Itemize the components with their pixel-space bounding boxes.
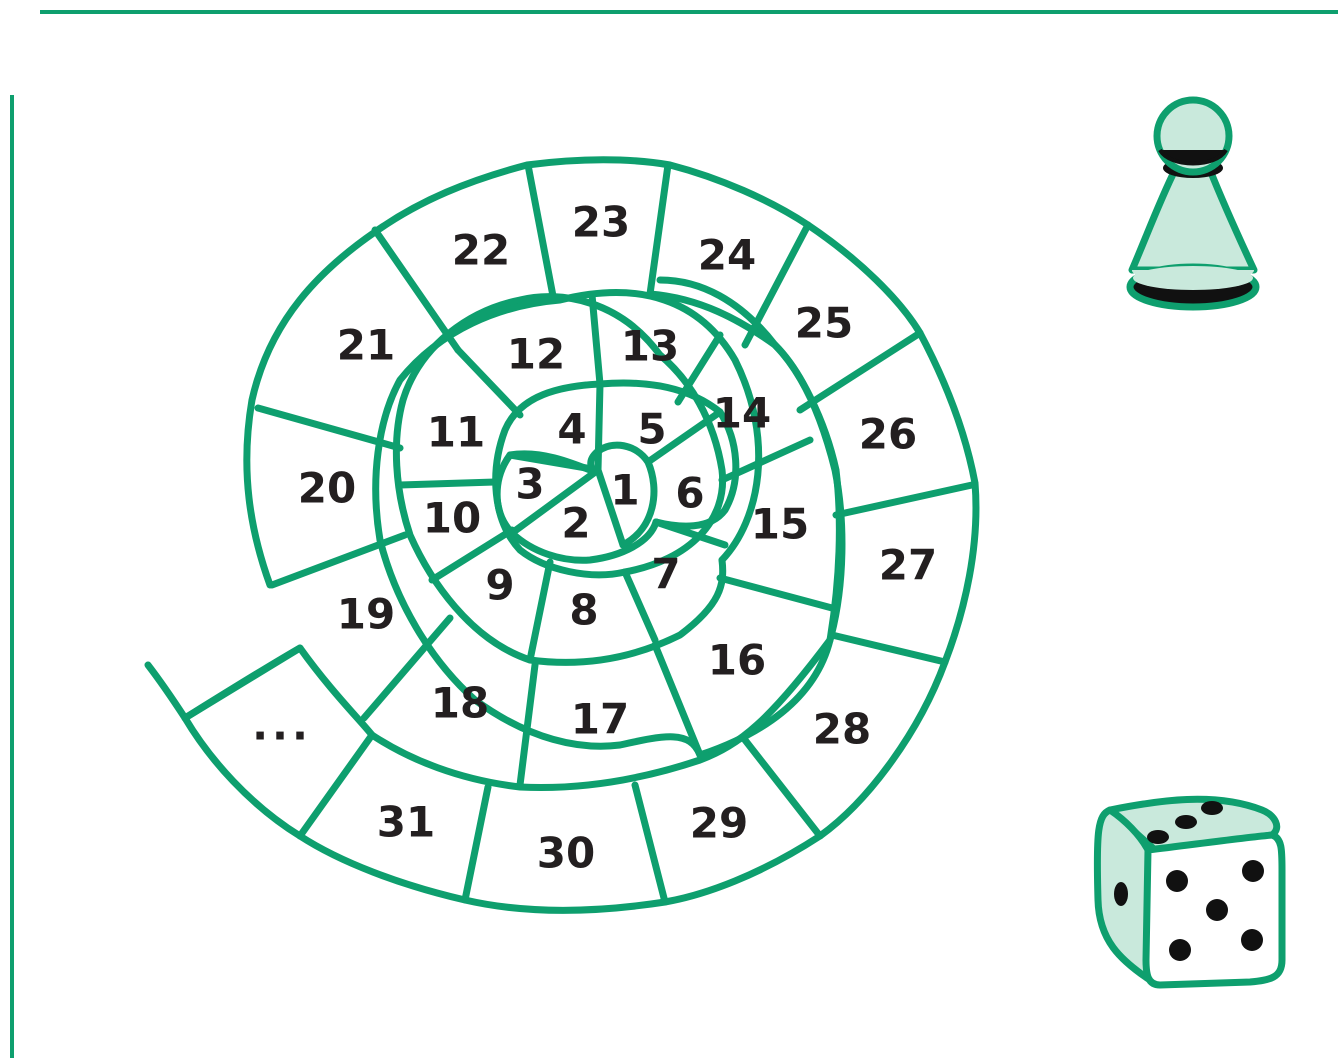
continuation-label: ...	[252, 701, 312, 750]
cell-7-label: 7	[651, 550, 680, 599]
cell-23-label: 23	[572, 198, 630, 247]
cell-27-label: 27	[879, 541, 937, 590]
cell-18-label: 18	[431, 679, 489, 728]
cell-15-label: 15	[751, 500, 809, 549]
cell-3-label: 3	[515, 460, 544, 509]
cell-22-label: 22	[452, 226, 510, 275]
cell-10-label: 10	[423, 494, 481, 543]
cell-13-label: 13	[621, 322, 679, 371]
cell-14-label: 14	[713, 389, 771, 438]
cell-4-label: 4	[557, 405, 586, 454]
dice-icon[interactable]	[1097, 799, 1282, 985]
cell-19-label: 19	[337, 590, 395, 639]
cell-6-label: 6	[675, 469, 704, 518]
cell-20-label: 20	[298, 464, 356, 513]
cell-9-label: 9	[485, 561, 514, 610]
cell-29-label: 29	[690, 799, 748, 848]
cell-11-label: 11	[427, 408, 485, 457]
cell-31-label: 31	[377, 798, 435, 847]
cell-25-label: 25	[795, 299, 853, 348]
cell-12-label: 12	[507, 330, 565, 379]
cell-26-label: 26	[859, 410, 917, 459]
cell-21-label: 21	[337, 321, 395, 370]
cell-2-label: 2	[561, 499, 590, 548]
cell-5-label: 5	[637, 405, 666, 454]
cell-30-label: 30	[537, 829, 595, 878]
cell-28-label: 28	[813, 705, 871, 754]
cell-16-label: 16	[708, 636, 766, 685]
cell-24-label: 24	[698, 231, 756, 280]
cell-1-label: 1	[610, 466, 639, 515]
cell-8-label: 8	[569, 586, 598, 635]
pawn-icon[interactable]	[1130, 100, 1256, 307]
cell-17-label: 17	[571, 695, 629, 744]
